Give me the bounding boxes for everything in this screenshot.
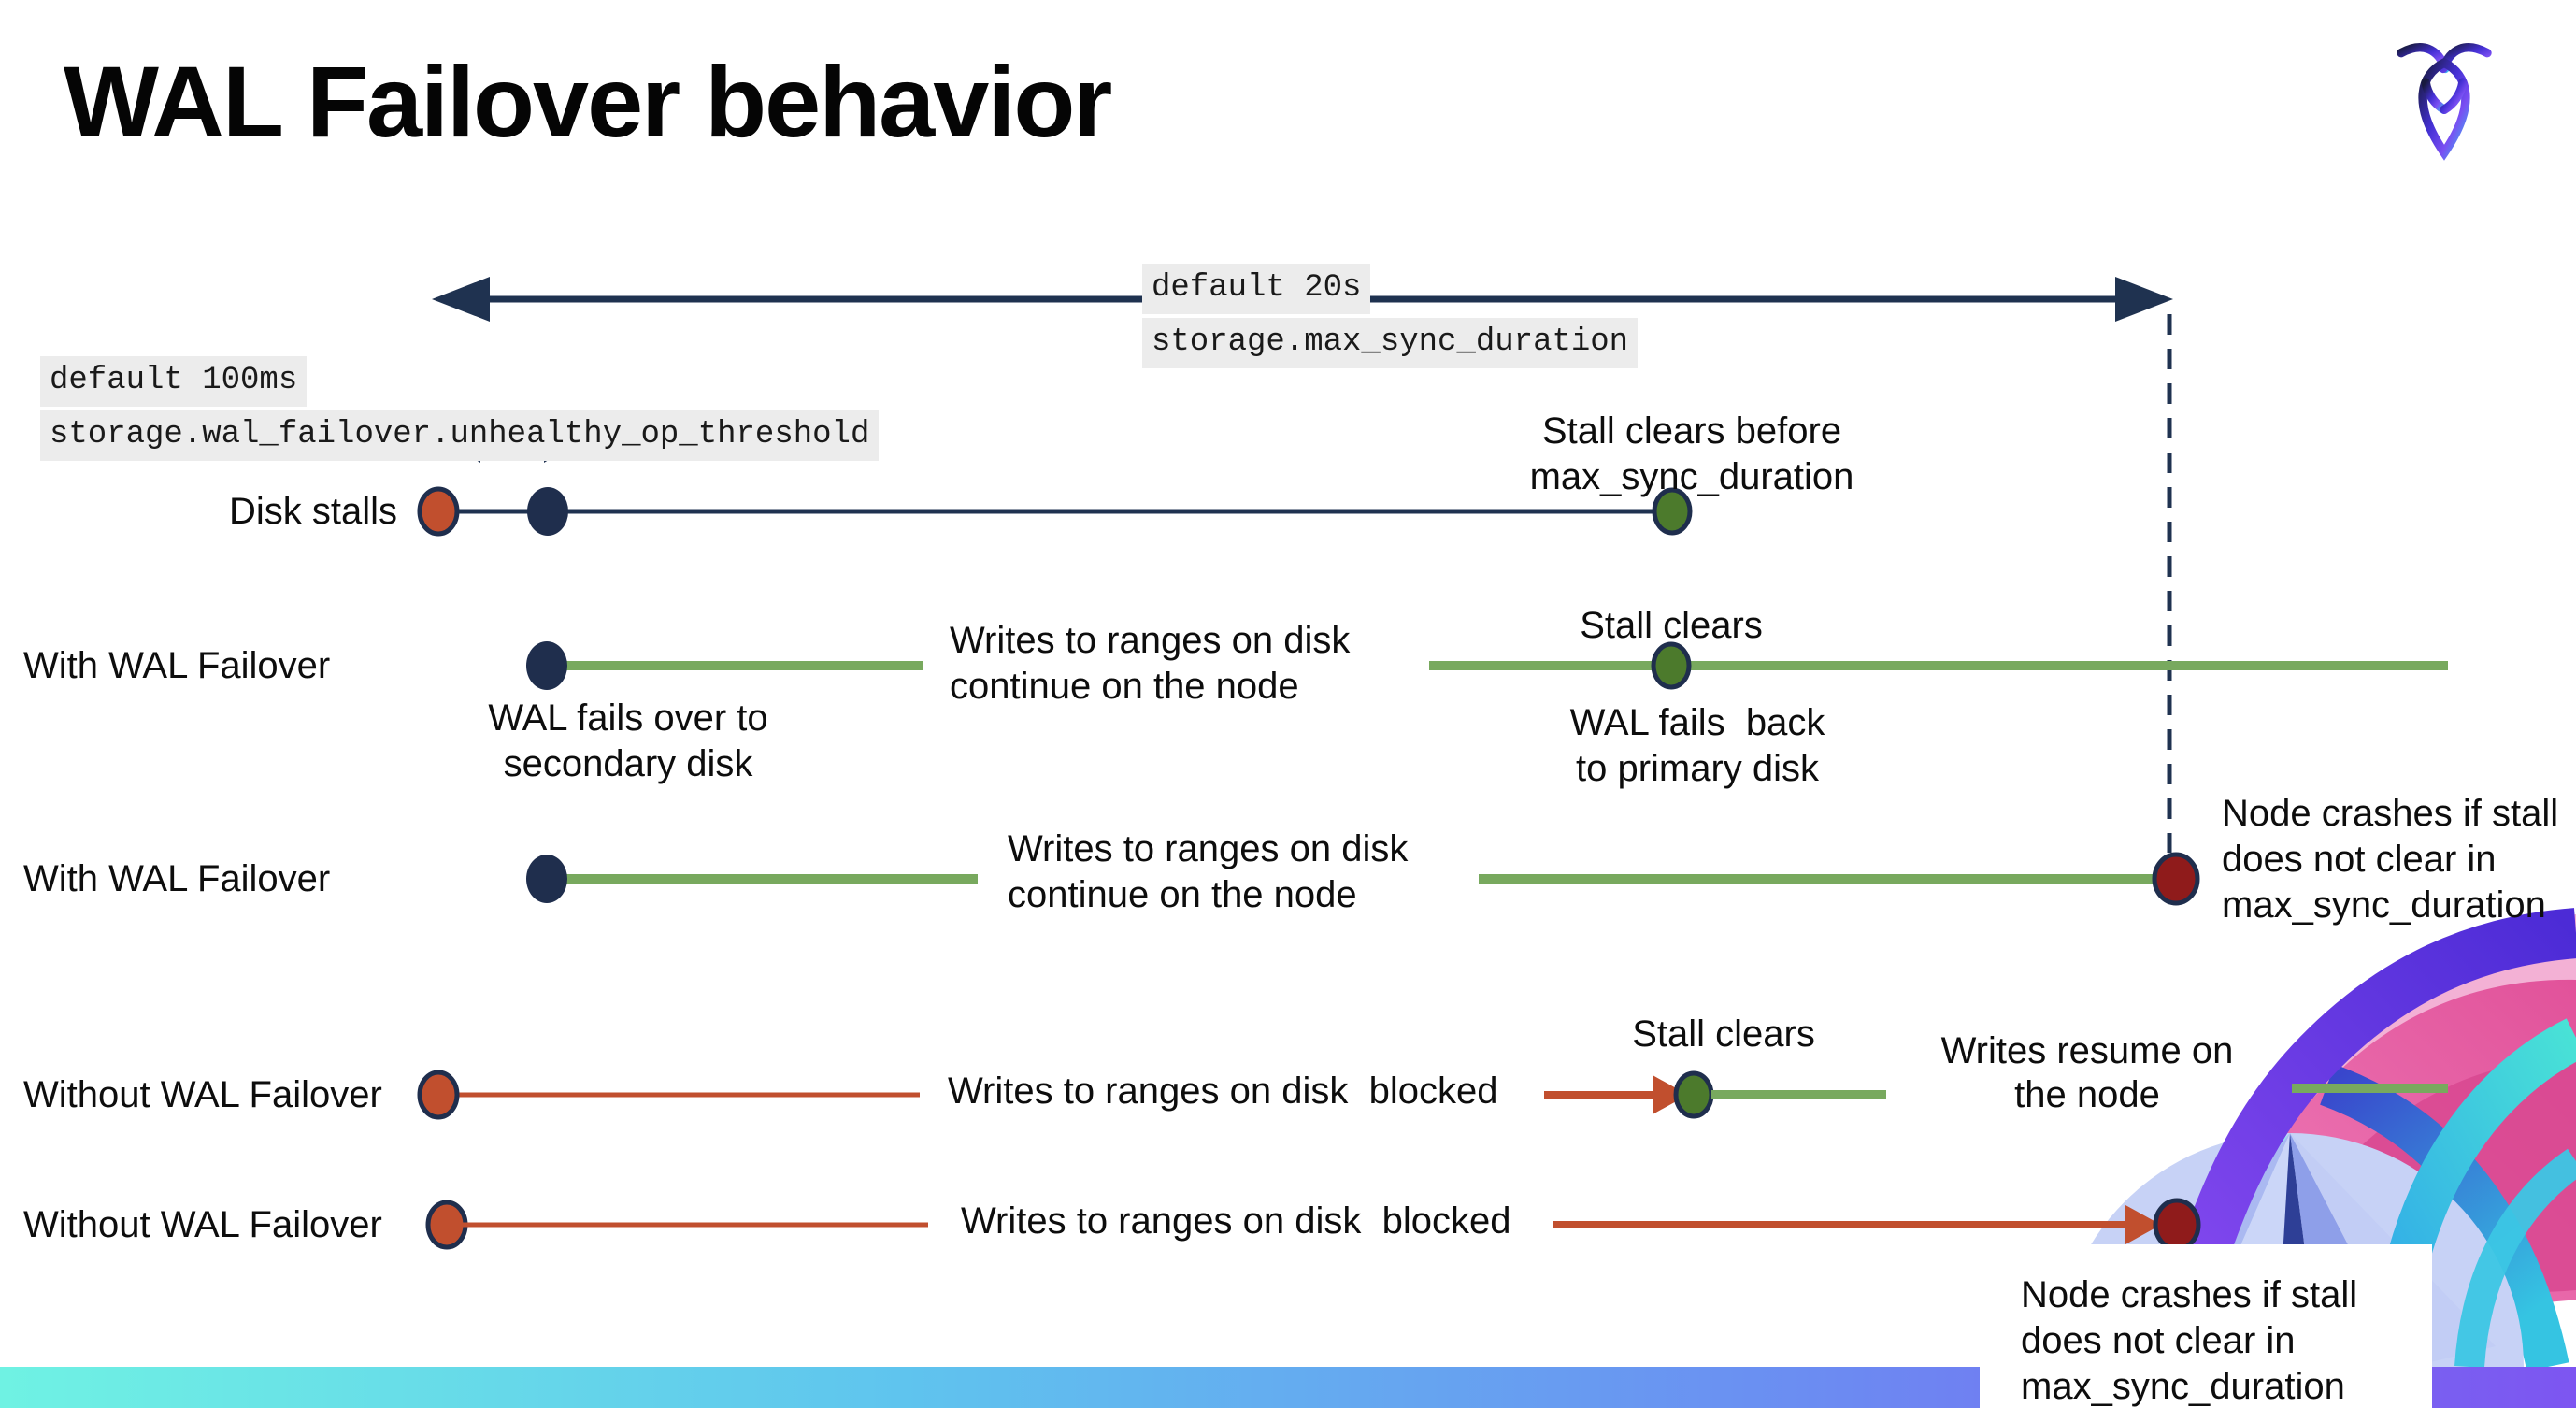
row-label-without-wal-failover-1: Without WAL Failover xyxy=(23,1074,382,1115)
row-label-with-wal-failover-1: With WAL Failover xyxy=(23,645,331,686)
config-label-max-sync-duration: default 20s storage.max_sync_duration xyxy=(1142,264,1639,372)
timeline-without-wal-2 xyxy=(425,1198,2201,1252)
note-writes-resume: Writes resume on the node xyxy=(1940,1030,2234,1115)
config-default-value: default 20s xyxy=(1142,264,1371,314)
note-stall-clears-2: Stall clears xyxy=(1632,1013,1815,1055)
config-default-value: default 100ms xyxy=(40,356,308,407)
note-node-crashes-right: Node crashes if stall does not clear in … xyxy=(2222,793,2559,926)
failover-dot xyxy=(526,855,567,903)
note-wal-fails-over: WAL fails over to secondary disk xyxy=(488,697,768,784)
note-stall-clears-before: Stall clears before max_sync_duration xyxy=(1529,410,1854,497)
note-stall-clears-1: Stall clears xyxy=(1580,605,1763,646)
note-writes-continue-1: Writes to ranges on disk continue on the… xyxy=(950,620,1351,707)
cockroachdb-logo xyxy=(2397,43,2492,161)
failback-dot xyxy=(1651,641,1692,690)
failover-dot xyxy=(526,641,567,690)
config-setting-name: storage.max_sync_duration xyxy=(1142,317,1639,368)
timeline-disk-stalls xyxy=(417,486,1693,537)
stall-clear-dot xyxy=(1652,487,1693,536)
stall-start-dot xyxy=(417,1070,460,1120)
timeline-with-wal-2 xyxy=(526,852,2200,906)
config-label-unhealthy-op-threshold: default 100ms storage.wal_failover.unhea… xyxy=(40,356,880,465)
row-label-disk-stalls: Disk stalls xyxy=(228,491,397,532)
timeline-without-wal-1 xyxy=(417,1070,2448,1120)
note-writes-continue-2: Writes to ranges on disk continue on the… xyxy=(1008,828,1409,915)
crash-dot xyxy=(2152,852,2200,906)
note-writes-blocked-1: Writes to ranges on disk blocked xyxy=(948,1070,1498,1112)
stall-start-dot xyxy=(417,486,460,537)
crash-dot xyxy=(2153,1198,2201,1252)
note-wal-fails-back: WAL fails back to primary disk xyxy=(1569,702,1825,789)
page-title: WAL Failover behavior xyxy=(64,45,1112,158)
stall-clear-dot xyxy=(1673,1070,1714,1119)
row-label-without-wal-failover-2: Without WAL Failover xyxy=(23,1204,382,1245)
timeline-with-wal-1 xyxy=(526,641,2448,690)
note-writes-blocked-2: Writes to ranges on disk blocked xyxy=(961,1200,1511,1242)
config-setting-name: storage.wal_failover.unhealthy_op_thresh… xyxy=(40,409,880,461)
node-crashes-callout: Node crashes if stall does not clear in … xyxy=(1980,1244,2432,1408)
threshold-dot xyxy=(527,487,568,536)
row-label-with-wal-failover-2: With WAL Failover xyxy=(23,858,331,899)
note-node-crashes-bottom: Node crashes if stall does not clear in … xyxy=(2021,1274,2358,1407)
